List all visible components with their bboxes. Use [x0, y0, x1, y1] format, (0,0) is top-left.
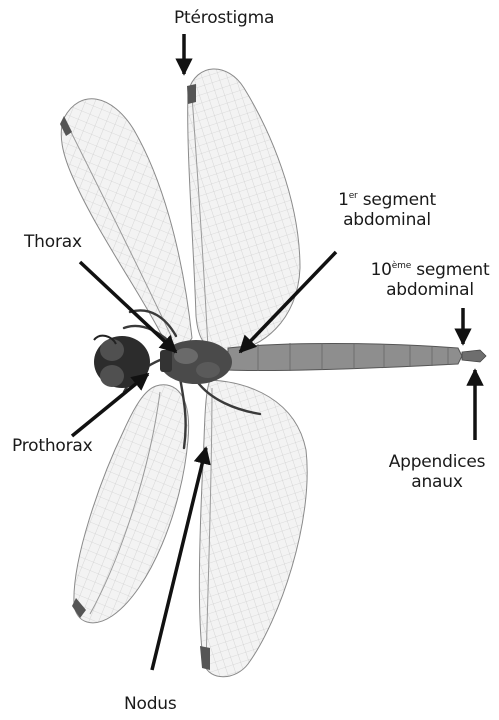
pterostigma-mark-upper-right — [187, 84, 196, 104]
hindwing-right — [199, 380, 307, 677]
forewing-left — [60, 99, 192, 347]
label-thorax: Thorax — [24, 232, 82, 252]
label-first-segment-line2: abdominal — [328, 210, 446, 230]
label-tenth-segment-line2: abdominal — [364, 280, 496, 300]
label-anal-appendages: Appendices anaux — [378, 452, 496, 492]
label-first-segment-line1: 1er segment — [328, 190, 446, 210]
label-tenth-abdominal-segment: 10ème segment abdominal — [364, 260, 496, 300]
label-nodus: Nodus — [124, 694, 177, 714]
label-prothorax-text: Prothorax — [12, 436, 92, 456]
label-nodus-text: Nodus — [124, 694, 177, 714]
label-appendices-line2: anaux — [378, 472, 496, 492]
seg1-superscript: er — [349, 191, 358, 201]
seg1-number: 1 — [338, 190, 349, 210]
label-tenth-segment-line1: 10ème segment — [364, 260, 496, 280]
label-thorax-text: Thorax — [24, 232, 82, 252]
pterostigma-mark-lower-right — [200, 646, 210, 670]
abdomen — [228, 343, 486, 371]
label-appendices-line1: Appendices — [378, 452, 496, 472]
label-prothorax: Prothorax — [12, 436, 92, 456]
label-first-abdominal-segment: 1er segment abdominal — [328, 190, 446, 230]
seg10-word: segment — [416, 260, 489, 280]
label-pterostigma-text: Ptérostigma — [174, 8, 274, 28]
label-pterostigma: Ptérostigma — [174, 8, 274, 28]
anal-appendages-shape — [462, 350, 486, 362]
prothorax-shape — [160, 350, 172, 372]
seg1-word: segment — [363, 190, 436, 210]
seg10-number: 10 — [371, 260, 392, 280]
seg10-superscript: ème — [392, 261, 411, 271]
